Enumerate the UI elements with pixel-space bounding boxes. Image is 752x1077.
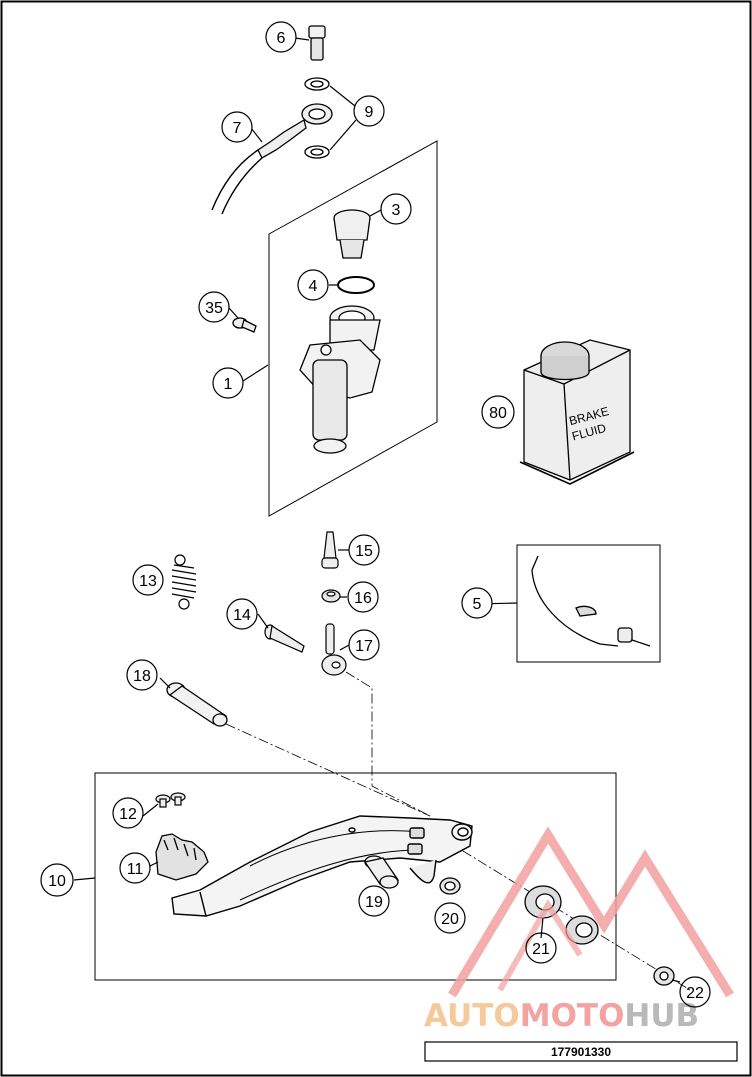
callout-1-label: 1 (224, 376, 233, 393)
watermark-part3: HUB (624, 998, 699, 1034)
tip-screws-part (155, 792, 186, 808)
watermark-part1: AUTO (424, 998, 520, 1034)
callout-17: 17 (348, 629, 380, 661)
callout-9-label: 9 (365, 104, 374, 121)
callout-35: 35 (198, 291, 230, 323)
callout-16-label: 16 (354, 590, 372, 607)
reservoir-cap-part (333, 209, 371, 259)
callout-15-label: 15 (355, 543, 373, 560)
callout-80: 80 (481, 395, 515, 429)
callout-20-label: 20 (441, 911, 459, 928)
callout-3: 3 (380, 193, 412, 225)
sealing-washer-parts (304, 77, 330, 159)
cable-kit-part (531, 555, 651, 647)
pedal-tip-part (155, 833, 209, 881)
callout-3-label: 3 (392, 202, 401, 219)
callout-7-label: 7 (233, 120, 242, 137)
drawing-number: 177901330 (551, 1045, 611, 1059)
callout-12-label: 12 (119, 806, 137, 823)
master-cylinder-group-frame (268, 140, 438, 517)
push-rod-part (166, 682, 228, 727)
callout-80-label: 80 (489, 405, 507, 422)
callout-4-label: 4 (309, 278, 318, 295)
callout-18-label: 18 (133, 668, 151, 685)
brake-fluid-bottle (519, 339, 635, 485)
screw-part (232, 317, 257, 333)
brake-line-part (211, 103, 333, 215)
callout-5-label: 5 (473, 596, 482, 613)
callout-14: 14 (226, 598, 258, 630)
callout-19-label: 19 (365, 894, 383, 911)
callout-10-label: 10 (48, 873, 66, 890)
collar-nut-part (653, 966, 675, 986)
callout-leaders (73, 37, 681, 983)
callout-11: 11 (119, 852, 151, 884)
hollow-bolt-part (308, 25, 326, 61)
callout-22-label: 22 (686, 985, 704, 1002)
o-ring-part (337, 276, 375, 294)
master-cylinder-part (299, 305, 381, 454)
watermark-logo (448, 826, 734, 998)
return-spring-part (171, 554, 197, 610)
callout-20: 20 (434, 902, 466, 934)
stop-pin-part (363, 855, 400, 889)
callout-15: 15 (348, 534, 380, 566)
callout-9: 9 (353, 95, 385, 127)
callout-1: 1 (212, 367, 244, 399)
nut-part (321, 589, 341, 603)
watermark-text: AUTOMOTOHUB (424, 998, 699, 1034)
brake-pedal-group-frame (94, 772, 617, 981)
callout-5: 5 (461, 587, 493, 619)
callout-6-label: 6 (277, 30, 286, 47)
callout-18: 18 (126, 659, 158, 691)
callout-16: 16 (347, 581, 379, 613)
callout-22: 22 (679, 976, 711, 1008)
clevis-part (321, 623, 347, 676)
pivot-bolt-part (264, 624, 305, 653)
callout-11-label: 11 (127, 861, 144, 878)
brake-pedal-part (171, 815, 473, 917)
callout-14-label: 14 (233, 607, 251, 624)
watermark-part2: MOTO (520, 998, 625, 1034)
callout-6: 6 (265, 21, 297, 53)
assembly-lines (225, 671, 691, 991)
callout-35-label: 35 (205, 300, 223, 317)
cable-kit-frame (516, 544, 661, 663)
callout-13: 13 (132, 564, 164, 596)
drawing-number-box (424, 1041, 738, 1062)
callout-19: 19 (358, 885, 390, 917)
bushing-part (439, 877, 461, 895)
callout-17-label: 17 (355, 638, 373, 655)
callout-7: 7 (221, 111, 253, 143)
callout-13-label: 13 (139, 573, 157, 590)
callout-21-label: 21 (532, 941, 550, 958)
adjuster-pin-part (321, 531, 339, 569)
callout-12: 12 (112, 797, 144, 829)
callout-21: 21 (525, 932, 557, 964)
callout-4: 4 (297, 269, 329, 301)
callout-10: 10 (40, 863, 74, 897)
